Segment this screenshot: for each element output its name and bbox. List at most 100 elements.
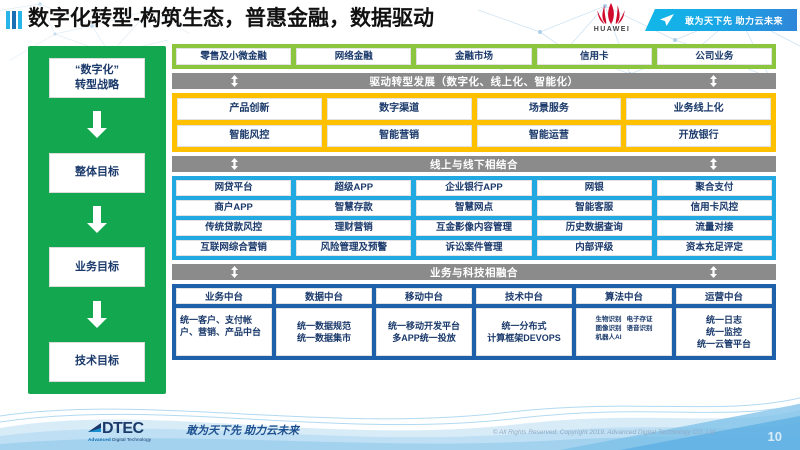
ribbon-text: 敢为天下先 助力云未来: [685, 15, 784, 26]
platforms-band: 业务中台 统一客户、支付帐户、营销、产品中台 数据中台 统一数据规范 统一数据集…: [172, 284, 776, 360]
copyright-text: © All Rights Reserved. Copyright 2019. A…: [492, 429, 715, 436]
dtec-tagline-b: Digital Technology: [110, 437, 152, 442]
platform-body-3: 统一分布式 计算框架DEVOPS: [476, 308, 572, 356]
up-down-arrow-icon: [231, 75, 238, 87]
capability-r2-0-label: 智能风控: [229, 130, 270, 141]
application-r1-0[interactable]: 网贷平台: [176, 180, 292, 196]
strategy-item-3-label: 技术目标: [75, 355, 119, 368]
platform-column-0[interactable]: 业务中台 统一客户、支付帐户、营销、产品中台: [176, 288, 272, 356]
application-r2-0-label: 商户APP: [214, 202, 253, 213]
application-r2-4-label: 信用卡风控: [690, 202, 739, 213]
slide-footer: DTEC Advanced Digital Technology 敢为天下先 助…: [0, 394, 800, 450]
application-r4-2[interactable]: 诉讼案件管理: [416, 240, 532, 256]
application-r3-4[interactable]: 流量对接: [656, 220, 773, 236]
application-r1-3[interactable]: 网银: [536, 180, 652, 196]
title-accent-bars: [6, 11, 22, 29]
capability-r1-3-label: 业务线上化: [673, 103, 724, 114]
capability-r1-0[interactable]: 产品创新: [177, 98, 322, 120]
application-r4-1[interactable]: 风险管理及预警: [296, 240, 412, 256]
footer-wave-decoration: [0, 397, 800, 450]
application-r2-1[interactable]: 智慧存款: [296, 200, 412, 216]
business-line-4[interactable]: 公司业务: [656, 48, 773, 65]
platform-head-3: 技术中台: [476, 288, 572, 304]
application-r3-3[interactable]: 历史数据查询: [536, 220, 652, 236]
application-r2-3-label: 智能客服: [575, 202, 614, 213]
application-r2-0[interactable]: 商户APP: [176, 200, 292, 216]
architecture-stack: 零售及小微金融 网络金融 金融市场 信用卡 公司业务 驱动转型发展（数字化、线上…: [172, 44, 776, 360]
business-line-1[interactable]: 网络金融: [296, 48, 412, 65]
capability-r2-0[interactable]: 智能风控: [177, 125, 322, 147]
paper-plane-icon: [660, 14, 674, 26]
platform-body-5: 统一日志 统一监控 统一云管平台: [676, 308, 772, 356]
application-r4-0[interactable]: 互联网综合营销: [176, 240, 292, 256]
application-r3-2[interactable]: 互金影像内容管理: [416, 220, 532, 236]
platform-body-1: 统一数据规范 统一数据集市: [276, 308, 372, 356]
capability-r1-0-label: 产品创新: [229, 103, 270, 114]
capability-r1-1[interactable]: 数字渠道: [326, 98, 472, 120]
dtec-triangle-icon: [88, 422, 101, 432]
capability-r2-1[interactable]: 智能营销: [326, 125, 472, 147]
capability-r2-2[interactable]: 智能运营: [476, 125, 622, 147]
application-r1-4[interactable]: 聚合支付: [656, 180, 773, 196]
application-r4-3[interactable]: 内部评级: [536, 240, 652, 256]
business-line-0[interactable]: 零售及小微金融: [176, 48, 292, 65]
platform-column-2[interactable]: 移动中台 统一移动开发平台 多APP统一投放: [376, 288, 472, 356]
business-line-3[interactable]: 信用卡: [536, 48, 652, 65]
business-line-3-label: 信用卡: [579, 50, 609, 62]
page-number: 10: [767, 429, 782, 444]
capability-r2-3[interactable]: 开放银行: [626, 125, 771, 147]
business-lines-band: 零售及小微金融 网络金融 金融市场 信用卡 公司业务: [172, 44, 776, 69]
divider-online-offline: 线上与线下相结合: [172, 156, 776, 172]
application-r4-2-label: 诉讼案件管理: [445, 242, 503, 253]
platform-column-5[interactable]: 运营中台 统一日志 统一监控 统一云管平台: [676, 288, 772, 356]
application-r1-4-label: 聚合支付: [695, 182, 734, 193]
strategy-item-1[interactable]: 整体目标: [49, 152, 145, 193]
huawei-wordmark: HUAWEI: [593, 26, 631, 33]
application-r4-4-label: 资本充足评定: [685, 242, 743, 253]
divider-drive-transformation: 驱动转型发展（数字化、线上化、智能化）: [172, 73, 776, 89]
application-r4-1-label: 风险管理及预警: [320, 242, 388, 253]
application-r4-3-label: 内部评级: [575, 242, 614, 253]
dtec-wordmark: DTEC: [102, 420, 144, 437]
capability-r1-3[interactable]: 业务线上化: [626, 98, 771, 120]
business-line-2-label: 金融市场: [455, 50, 494, 62]
capability-r2-1-label: 智能营销: [379, 130, 420, 141]
up-down-arrow-icon: [710, 158, 717, 170]
application-r4-4[interactable]: 资本充足评定: [656, 240, 773, 256]
platform-head-1: 数据中台: [276, 288, 372, 304]
dtec-logo: DTEC Advanced Digital Technology: [88, 421, 178, 442]
algo-tag-3: 语音识别: [626, 325, 653, 332]
application-r2-4[interactable]: 信用卡风控: [656, 200, 773, 216]
application-r1-1[interactable]: 超级APP: [296, 180, 412, 196]
application-r3-0-label: 传统贷款风控: [205, 222, 263, 233]
page-title: 数字化转型-构筑生态，普惠金融，数据驱动: [28, 7, 434, 30]
up-down-arrow-icon: [710, 266, 717, 278]
platform-column-1[interactable]: 数据中台 统一数据规范 统一数据集市: [276, 288, 372, 356]
application-r3-1[interactable]: 理财营销: [296, 220, 412, 236]
strategy-item-0[interactable]: “数字化” 转型战略: [49, 58, 145, 98]
business-line-2[interactable]: 金融市场: [416, 48, 532, 65]
application-r1-3-label: 网银: [584, 182, 604, 193]
application-r1-2[interactable]: 企业银行APP: [416, 180, 532, 196]
platform-column-3[interactable]: 技术中台 统一分布式 计算框架DEVOPS: [476, 288, 572, 356]
up-down-arrow-icon: [710, 75, 717, 87]
divider-1-label: 驱动转型发展（数字化、线上化、智能化）: [369, 75, 579, 88]
platform-body-0: 统一客户、支付帐户、营销、产品中台: [176, 308, 272, 356]
application-r1-0-label: 网贷平台: [214, 182, 253, 193]
business-line-4-label: 公司业务: [695, 50, 734, 62]
huawei-flower-icon: [597, 3, 625, 25]
application-r2-2[interactable]: 智慧网点: [416, 200, 532, 216]
application-r3-0[interactable]: 传统贷款风控: [176, 220, 292, 236]
down-arrow-icon: [87, 111, 107, 139]
platform-column-4[interactable]: 算法中台 生物识别电子存证 图像识别语音识别 机器人AI: [576, 288, 672, 356]
strategy-column: “数字化” 转型战略 整体目标 业务目标 技术目标: [28, 46, 166, 394]
strategy-item-2[interactable]: 业务目标: [49, 247, 145, 288]
strategy-item-3[interactable]: 技术目标: [49, 341, 145, 382]
strategy-item-0-label: “数字化” 转型战略: [75, 64, 119, 91]
application-r3-4-label: 流量对接: [695, 222, 734, 233]
capability-r2-2-label: 智能运营: [528, 130, 569, 141]
application-r2-3[interactable]: 智能客服: [536, 200, 652, 216]
campaign-ribbon: 敢为天下先 助力云未来: [645, 9, 797, 31]
capability-r1-2[interactable]: 场景服务: [476, 98, 622, 120]
